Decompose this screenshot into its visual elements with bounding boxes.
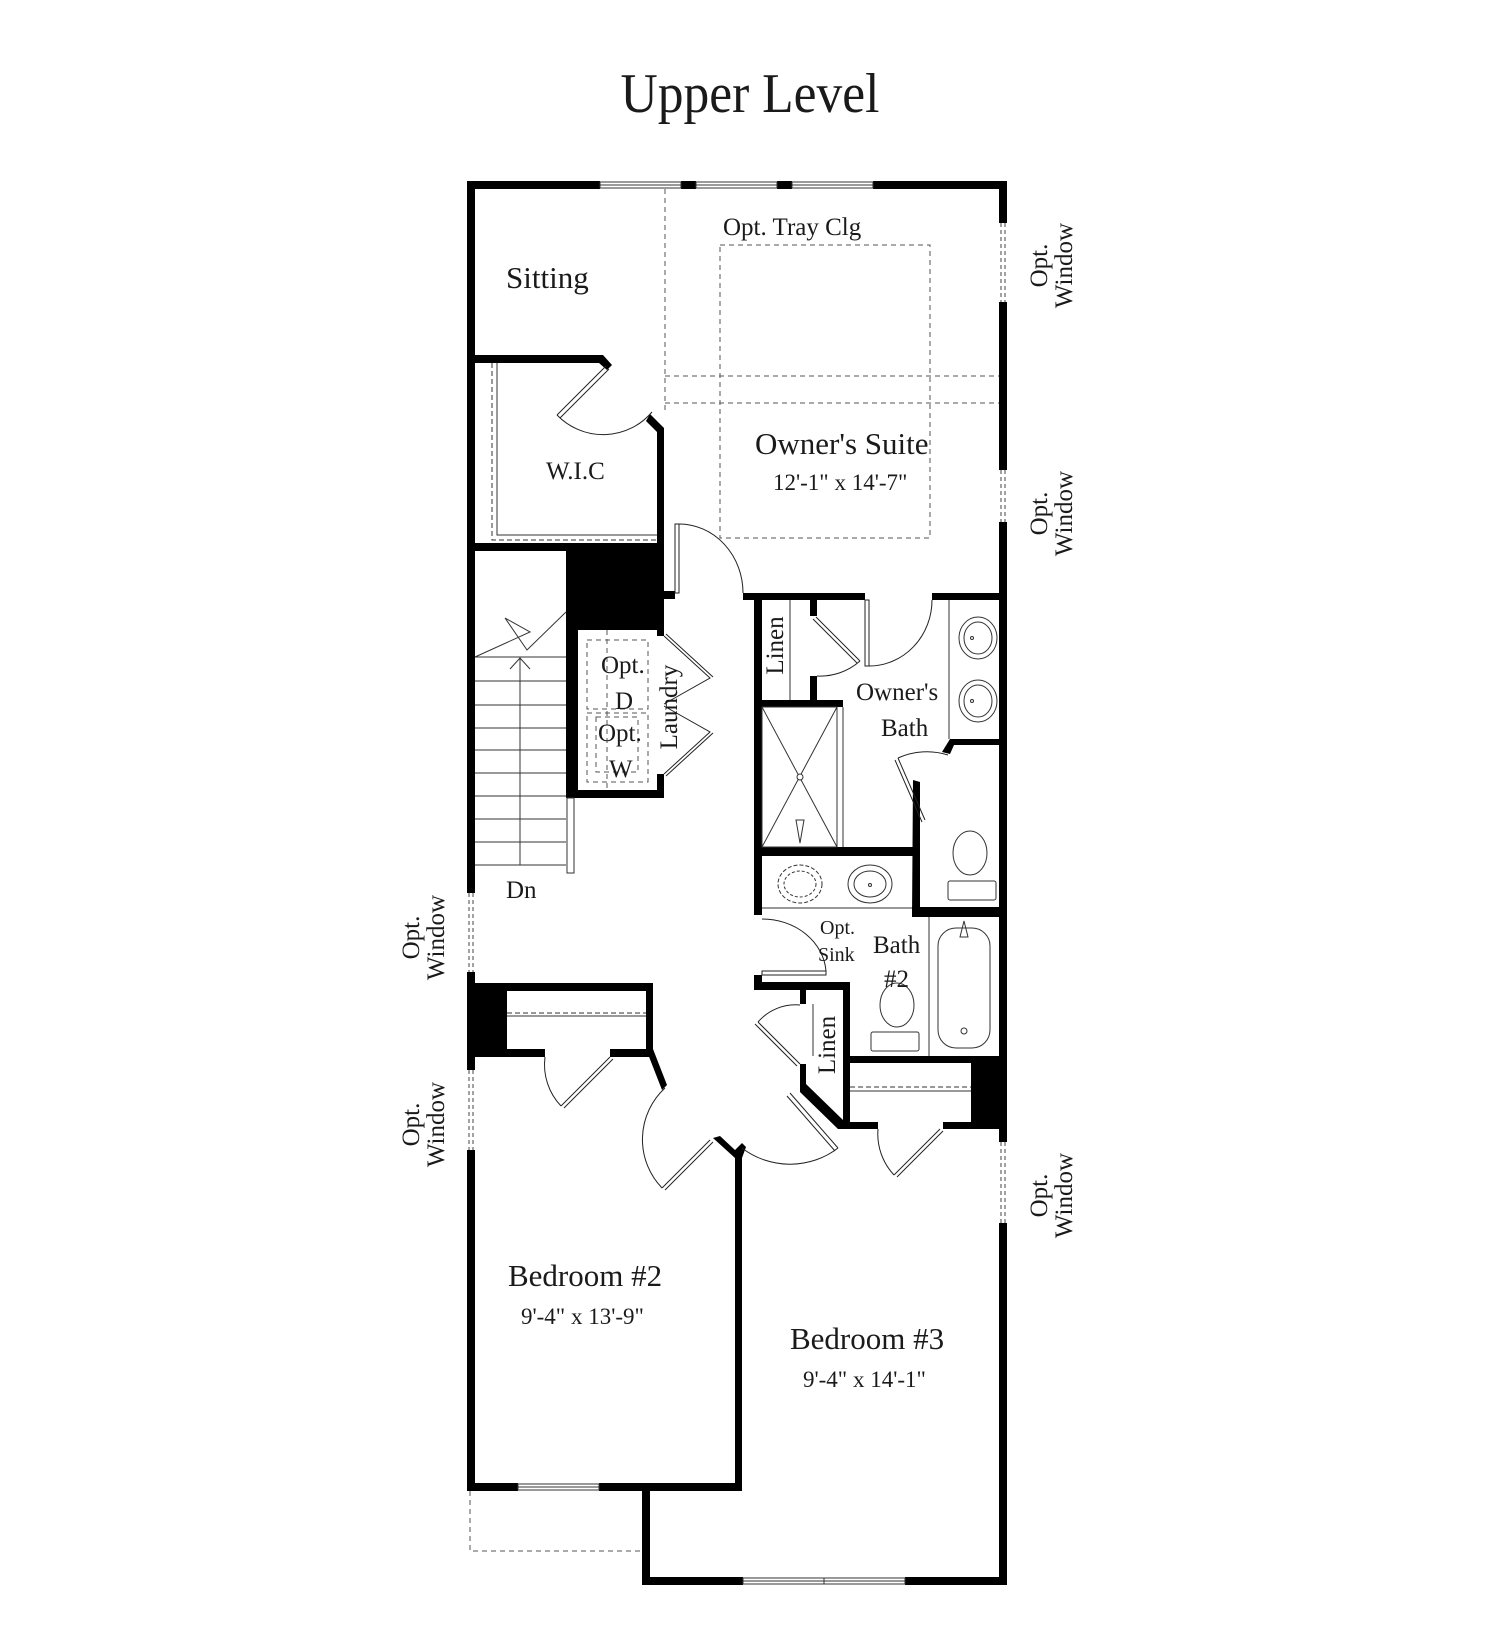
opt-washer-label-1: Opt. <box>598 720 642 747</box>
opt-window-label-left-upper: Opt. Window <box>398 885 450 990</box>
bathtub-icon <box>937 927 991 1049</box>
opt-window-label-left-lower: Opt. Window <box>398 1072 450 1177</box>
fixtures <box>761 600 998 1056</box>
opt-window-line1: Opt. <box>398 915 425 960</box>
sink-icon <box>958 616 998 660</box>
opt-dryer-label-2: D <box>615 688 634 715</box>
room-label-bedroom3: Bedroom #3 <box>790 1321 945 1356</box>
dashed-guides <box>469 189 999 1552</box>
room-label-owners-bath-1: Owner's <box>856 679 939 706</box>
room-dimensions-bedroom3: 9'-4" x 14'-1" <box>803 1367 926 1392</box>
room-label-owners-bath-2: Bath <box>881 715 929 742</box>
opt-window-line2: Window <box>423 894 450 981</box>
room-label-bath2-1: Bath <box>873 932 921 959</box>
stairs-down-label: Dn <box>506 877 537 904</box>
opt-window-line2: Window <box>423 1081 450 1168</box>
opt-window-label-right-lower: Opt. Window <box>1026 1143 1078 1248</box>
room-label-bedroom2: Bedroom #2 <box>508 1258 663 1293</box>
opt-window-line1: Opt. <box>1026 1173 1053 1218</box>
opt-sink-label-2: Sink <box>818 944 855 966</box>
opt-window-line2: Window <box>1051 1152 1078 1239</box>
windows <box>517 181 906 1585</box>
opt-window-line2: Window <box>1051 470 1078 557</box>
opt-window-line2: Window <box>1051 222 1078 309</box>
room-label-sitting: Sitting <box>506 260 589 295</box>
room-label-owners-suite: Owner's Suite <box>755 426 929 461</box>
room-label-laundry: Laundry <box>656 664 683 750</box>
exterior-walls <box>467 181 1007 1585</box>
tray-ceiling-note: Opt. Tray Clg <box>723 214 862 241</box>
opt-window-label-right-middle: Opt. Window <box>1026 461 1078 566</box>
room-dimensions-bedroom2: 9'-4" x 13'-9" <box>521 1304 644 1329</box>
opt-washer-label-2: W <box>609 756 633 783</box>
toilet-icon <box>952 830 988 876</box>
room-label-wic: W.I.C <box>546 458 605 485</box>
linen-label-bath2: Linen <box>814 1015 841 1075</box>
opt-dryer-label-1: Opt. <box>601 652 645 679</box>
sink-icon <box>958 679 998 723</box>
doors <box>544 365 949 1191</box>
sink-icon <box>847 864 893 904</box>
sink-icon <box>777 864 823 904</box>
opt-window-label-right-upper: Opt. Window <box>1026 213 1078 318</box>
room-dimensions-owners-suite: 12'-1" x 14'-7" <box>773 470 908 495</box>
staircase <box>474 611 575 874</box>
opt-sink-label-1: Opt. <box>820 917 855 939</box>
optional-windows <box>468 223 1006 1223</box>
linen-label-owners-bath: Linen <box>762 616 789 675</box>
closet-shelves <box>491 363 971 1092</box>
toilet-icon <box>879 982 915 1028</box>
room-label-bath2-2: #2 <box>884 966 909 993</box>
opt-window-line1: Opt. <box>398 1102 425 1147</box>
page-title: Upper Level <box>620 63 880 125</box>
interior-walls <box>467 355 1007 1165</box>
opt-window-line1: Opt. <box>1026 491 1053 536</box>
opt-window-line1: Opt. <box>1026 243 1053 288</box>
